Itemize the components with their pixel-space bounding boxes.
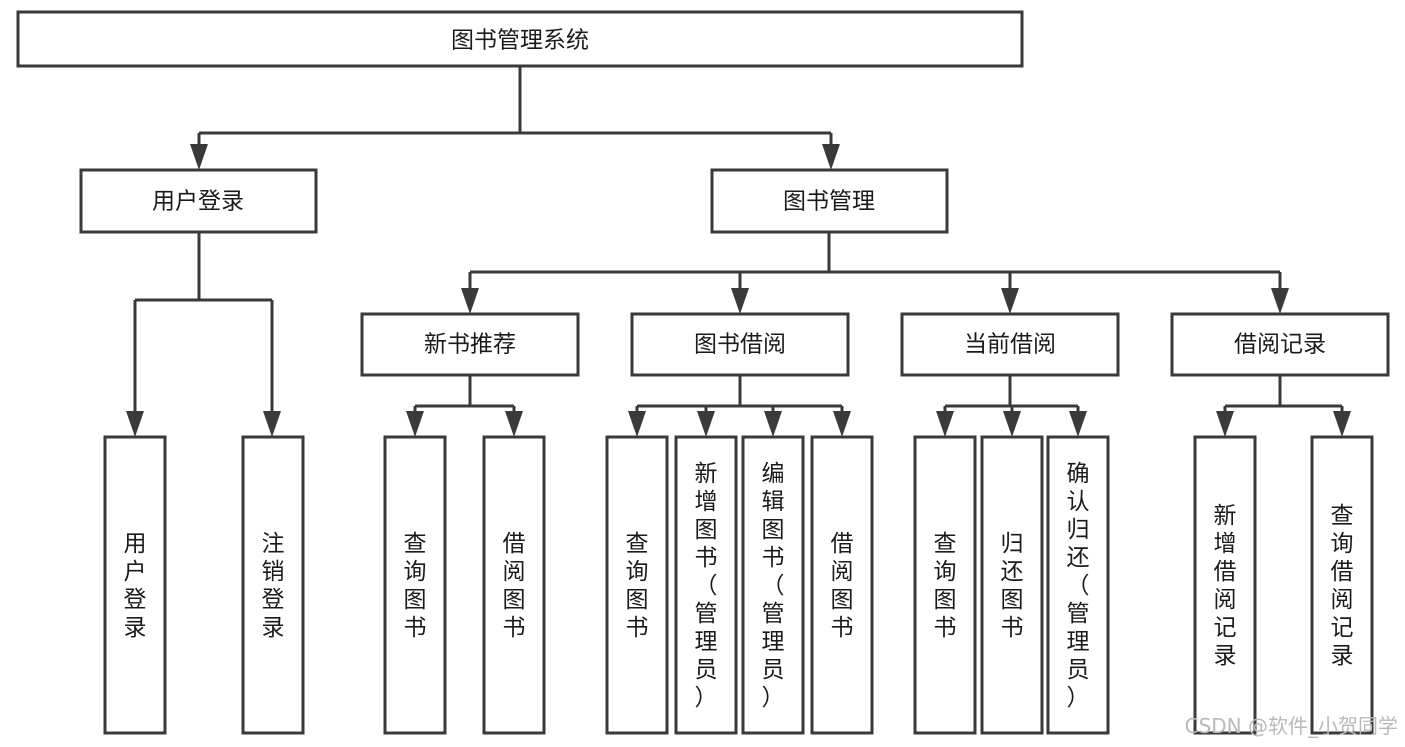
leaf-new-book-query[interactable]: 查询图书	[383, 435, 447, 735]
connector-group-current-borrow	[936, 375, 1087, 437]
leaf-label: 借阅图书	[831, 531, 854, 641]
watermark-label: CSDN @软件_小贺同学	[1185, 714, 1398, 738]
node-book-borrow-box[interactable]	[630, 312, 850, 377]
arrow-head-icon	[1001, 288, 1019, 314]
connector-group-user-login	[126, 232, 281, 437]
connector-group-borrow-record	[1216, 375, 1351, 437]
leaf-box[interactable]	[810, 435, 874, 735]
arrow-head-icon	[126, 411, 144, 437]
leaf-box[interactable]	[1310, 435, 1374, 735]
node-book-manage-label: 图书管理	[783, 189, 875, 215]
leaf-borrow-record-add[interactable]: 新增借阅记录	[1193, 435, 1257, 735]
connector-group-root	[190, 66, 840, 170]
arrow-head-icon	[461, 288, 479, 314]
node-new-book-recommend[interactable]: 新书推荐	[360, 312, 580, 377]
leaf-box[interactable]	[1046, 435, 1110, 735]
leaf-book-borrow-borrow[interactable]: 借阅图书	[810, 435, 874, 735]
arrow-head-icon	[833, 411, 851, 437]
connector-group-book-manage	[461, 232, 1289, 314]
leaf-label: 查询借阅记录	[1331, 503, 1354, 669]
leaf-label: 借阅图书	[503, 531, 526, 641]
node-borrow-record[interactable]: 借阅记录	[1170, 312, 1390, 377]
leaf-user-login-login[interactable]: 用户登录	[103, 435, 167, 735]
leaf-label: 查询图书	[934, 531, 957, 641]
leaf-box[interactable]	[980, 435, 1044, 735]
leaf-user-login-logout[interactable]: 注销登录	[241, 435, 305, 735]
arrow-head-icon	[822, 144, 840, 170]
leaf-current-borrow-query[interactable]: 查询图书	[913, 435, 977, 735]
leaf-new-book-borrow[interactable]: 借阅图书	[482, 435, 546, 735]
leaf-label: 确认归还（管理员）	[1067, 461, 1090, 711]
leaf-box[interactable]	[482, 435, 546, 735]
leaf-box[interactable]	[241, 435, 305, 735]
leaf-label: 查询图书	[404, 531, 427, 641]
arrow-head-icon	[731, 288, 749, 314]
leaf-box[interactable]	[741, 435, 805, 735]
arrow-head-icon	[505, 411, 523, 437]
node-new-book-recommend-box[interactable]	[360, 312, 580, 377]
leaf-current-borrow-return[interactable]: 归还图书	[980, 435, 1044, 735]
node-borrow-record-box[interactable]	[1170, 312, 1390, 377]
leaf-label: 查询图书	[626, 531, 649, 641]
leaf-box[interactable]	[383, 435, 447, 735]
node-current-borrow[interactable]: 当前借阅	[900, 312, 1120, 377]
node-book-borrow-label: 图书借阅	[694, 332, 786, 358]
leaf-label: 注销登录	[262, 531, 285, 641]
node-user-login-label: 用户登录	[152, 189, 244, 215]
arrow-head-icon	[1003, 411, 1021, 437]
leaf-box[interactable]	[1193, 435, 1257, 735]
leaf-label: 编辑图书（管理员）	[762, 461, 785, 711]
arrow-head-icon	[697, 411, 715, 437]
node-book-manage[interactable]: 图书管理	[710, 168, 949, 234]
node-book-borrow[interactable]: 图书借阅	[630, 312, 850, 377]
leaf-book-borrow-add[interactable]: 新增图书（管理员）	[674, 435, 738, 735]
arrow-head-icon	[190, 144, 208, 170]
node-current-borrow-box[interactable]	[900, 312, 1120, 377]
leaf-current-borrow-confirm[interactable]: 确认归还（管理员）	[1046, 435, 1110, 735]
connector-group-book-borrow	[628, 375, 851, 437]
arrow-head-icon	[764, 411, 782, 437]
connector-group-new-book	[406, 375, 523, 437]
node-book-manage-box[interactable]	[710, 168, 949, 234]
leaf-book-borrow-query[interactable]: 查询图书	[605, 435, 669, 735]
node-root-label: 图书管理系统	[451, 28, 589, 54]
arrow-head-icon	[936, 411, 954, 437]
node-borrow-record-label: 借阅记录	[1234, 332, 1326, 358]
node-user-login[interactable]: 用户登录	[79, 168, 318, 234]
node-new-book-recommend-label: 新书推荐	[424, 332, 516, 358]
node-current-borrow-label: 当前借阅	[964, 332, 1056, 358]
leaf-label: 新增借阅记录	[1214, 503, 1237, 669]
arrow-head-icon	[1271, 288, 1289, 314]
leaf-book-borrow-edit[interactable]: 编辑图书（管理员）	[741, 435, 805, 735]
arrow-head-icon	[1216, 411, 1234, 437]
leaf-box[interactable]	[913, 435, 977, 735]
leaf-borrow-record-query[interactable]: 查询借阅记录	[1310, 435, 1374, 735]
arrow-head-icon	[263, 411, 281, 437]
node-root[interactable]: 图书管理系统	[16, 10, 1024, 68]
leaf-box[interactable]	[605, 435, 669, 735]
node-user-login-box[interactable]	[79, 168, 318, 234]
node-root-box[interactable]	[16, 10, 1024, 68]
arrow-head-icon	[406, 411, 424, 437]
leaf-box[interactable]	[103, 435, 167, 735]
leaf-box[interactable]	[674, 435, 738, 735]
arrow-head-icon	[628, 411, 646, 437]
arrow-head-icon	[1069, 411, 1087, 437]
leaf-label: 归还图书	[1001, 531, 1024, 641]
arrow-head-icon	[1333, 411, 1351, 437]
leaf-label: 用户登录	[124, 531, 147, 641]
leaf-label: 新增图书（管理员）	[695, 461, 718, 711]
